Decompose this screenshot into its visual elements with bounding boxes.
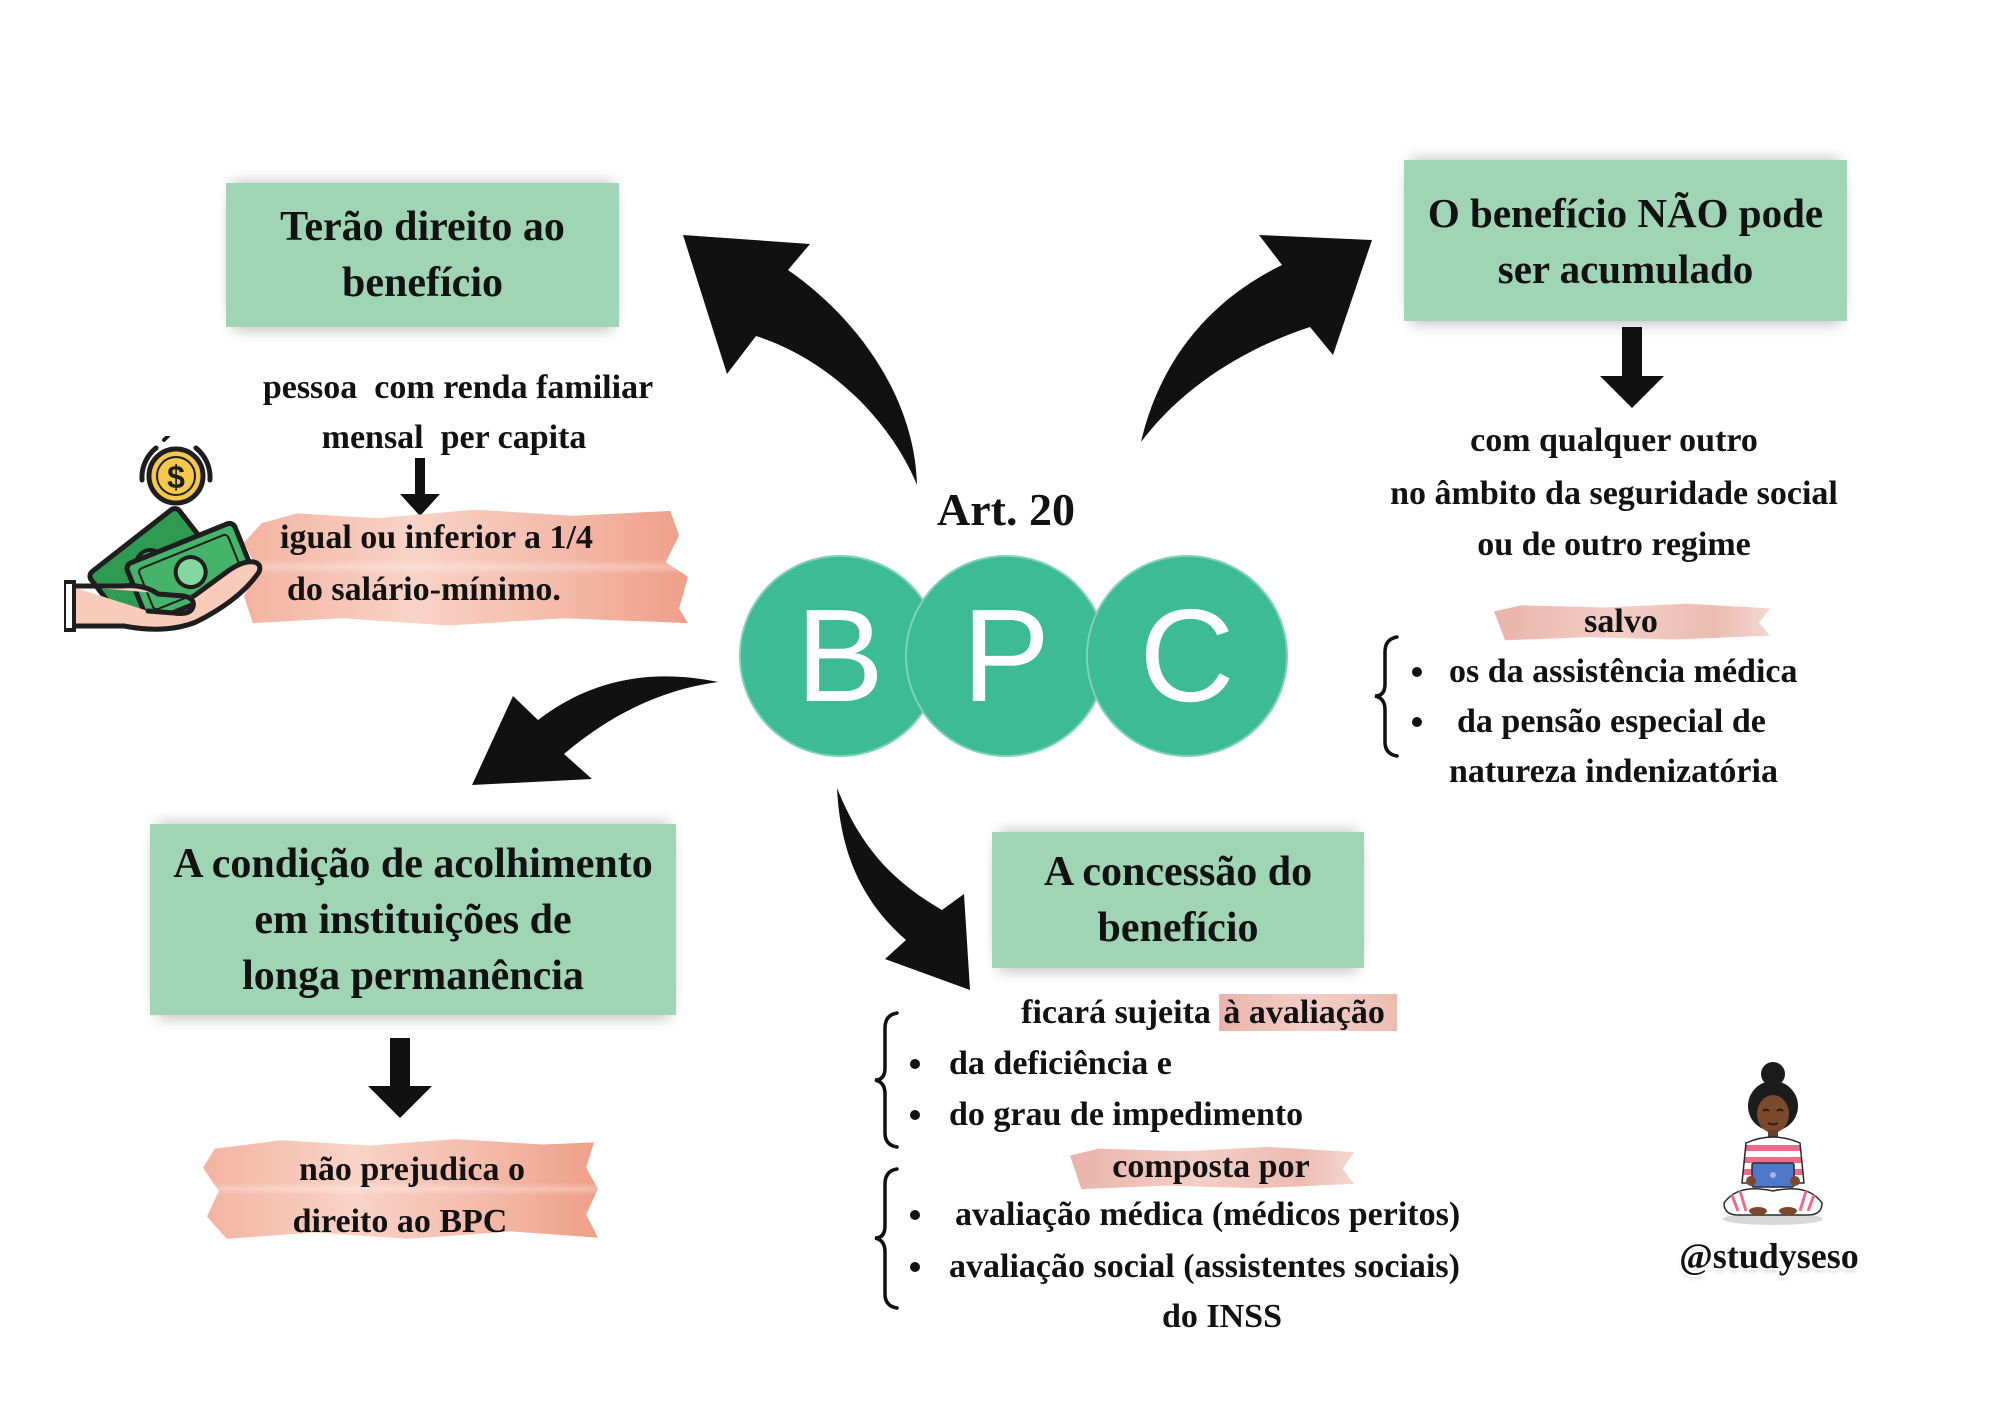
concession-title-line: A concessão do	[1043, 849, 1313, 895]
exception-item: os da assistência médica	[1449, 653, 1798, 690]
subject-item: do grau de impedimento	[949, 1096, 1304, 1133]
bpc-circle-b: B	[739, 555, 941, 757]
bullet	[1412, 667, 1422, 677]
exception-item: da pensão especial de	[1457, 703, 1766, 740]
money-hand-icon: $	[64, 436, 263, 632]
concession-subject-highlight: à avaliação	[1219, 994, 1397, 1031]
criteria-line: mensal per capita	[321, 419, 587, 456]
bullet	[910, 1059, 920, 1069]
shelter-title-line: A condição de acolhimento	[173, 840, 653, 887]
brace-evaluation-subjects	[874, 1011, 899, 1149]
accumulation-box: O benefício NÃO pode ser acumulado	[1404, 160, 1847, 321]
concession-box: A concessão do benefício	[992, 832, 1364, 968]
arrow-to-eligibility	[683, 235, 917, 485]
arrow-to-accumulation	[1141, 235, 1372, 442]
composition-item: avaliação social (assistentes sociais)	[949, 1248, 1460, 1285]
eligibility-title-line: benefício	[342, 260, 503, 306]
arrow-to-shelter-condition	[472, 676, 718, 785]
concession-title-line: benefício	[1097, 905, 1259, 951]
accumulation-detail-line: com qualquer outro	[1470, 422, 1758, 459]
exception-item-continuation: natureza indenizatória	[1449, 753, 1778, 790]
shelter-condition-box: A condição de acolhimento em instituiçõe…	[150, 824, 676, 1015]
brace-exceptions	[1374, 635, 1399, 758]
bullet	[910, 1262, 920, 1272]
accumulation-title-line: ser acumulado	[1497, 245, 1754, 292]
eligibility-title-line: Terão direito ao	[280, 204, 565, 250]
article-label: Art. 20	[937, 484, 1075, 535]
result-highlight-brush	[203, 1139, 598, 1239]
composition-label-highlight	[1070, 1146, 1354, 1190]
concession-subject-line: ficará sujeita à avaliação	[1021, 991, 1397, 1035]
bpc-circle-p: P	[905, 555, 1107, 757]
shelter-title-line: longa permanência	[242, 952, 584, 999]
down-arrow-criteria	[400, 458, 440, 516]
bpc-circle-c: C	[1086, 555, 1288, 757]
bullet	[1412, 717, 1422, 727]
accumulation-detail-line: ou de outro regime	[1477, 526, 1751, 563]
bullet	[910, 1210, 920, 1220]
accumulation-detail-line: no âmbito da seguridade social	[1390, 475, 1838, 512]
income-line: igual ou inferior a 1/4	[280, 519, 593, 556]
student-laptop-illustration	[1723, 1062, 1823, 1225]
down-arrow-shelter	[368, 1038, 432, 1118]
exception-label-highlight	[1494, 603, 1770, 641]
income-line: do salário-mínimo.	[287, 571, 561, 608]
exception-label: salvo	[1584, 603, 1658, 640]
shelter-result-line: não prejudica o	[298, 1151, 526, 1188]
arrow-to-concession	[837, 788, 970, 990]
shelter-title-line: em instituições de	[254, 896, 572, 943]
composition-label: composta por	[1112, 1148, 1310, 1185]
criteria-line: pessoa com renda familiar	[262, 369, 654, 406]
subject-item: da deficiência e	[949, 1045, 1172, 1082]
shelter-result-line: direito ao BPC	[292, 1203, 508, 1240]
coin-dollar-glyph: $	[167, 459, 185, 495]
down-arrow-accumulation	[1600, 327, 1664, 408]
eligibility-box: Terão direito ao benefício	[226, 183, 619, 327]
accumulation-title-line: O benefício NÃO pode	[1427, 189, 1824, 236]
bullet	[910, 1110, 920, 1120]
brace-evaluation-composition	[874, 1167, 899, 1310]
concession-subject-text: ficará sujeita	[1021, 994, 1211, 1031]
income-highlight-brush	[244, 509, 688, 626]
composition-footer: do INSS	[1161, 1298, 1283, 1335]
credit-handle: @studyseso	[1679, 1236, 1859, 1276]
composition-item: avaliação médica (médicos peritos)	[955, 1196, 1461, 1233]
